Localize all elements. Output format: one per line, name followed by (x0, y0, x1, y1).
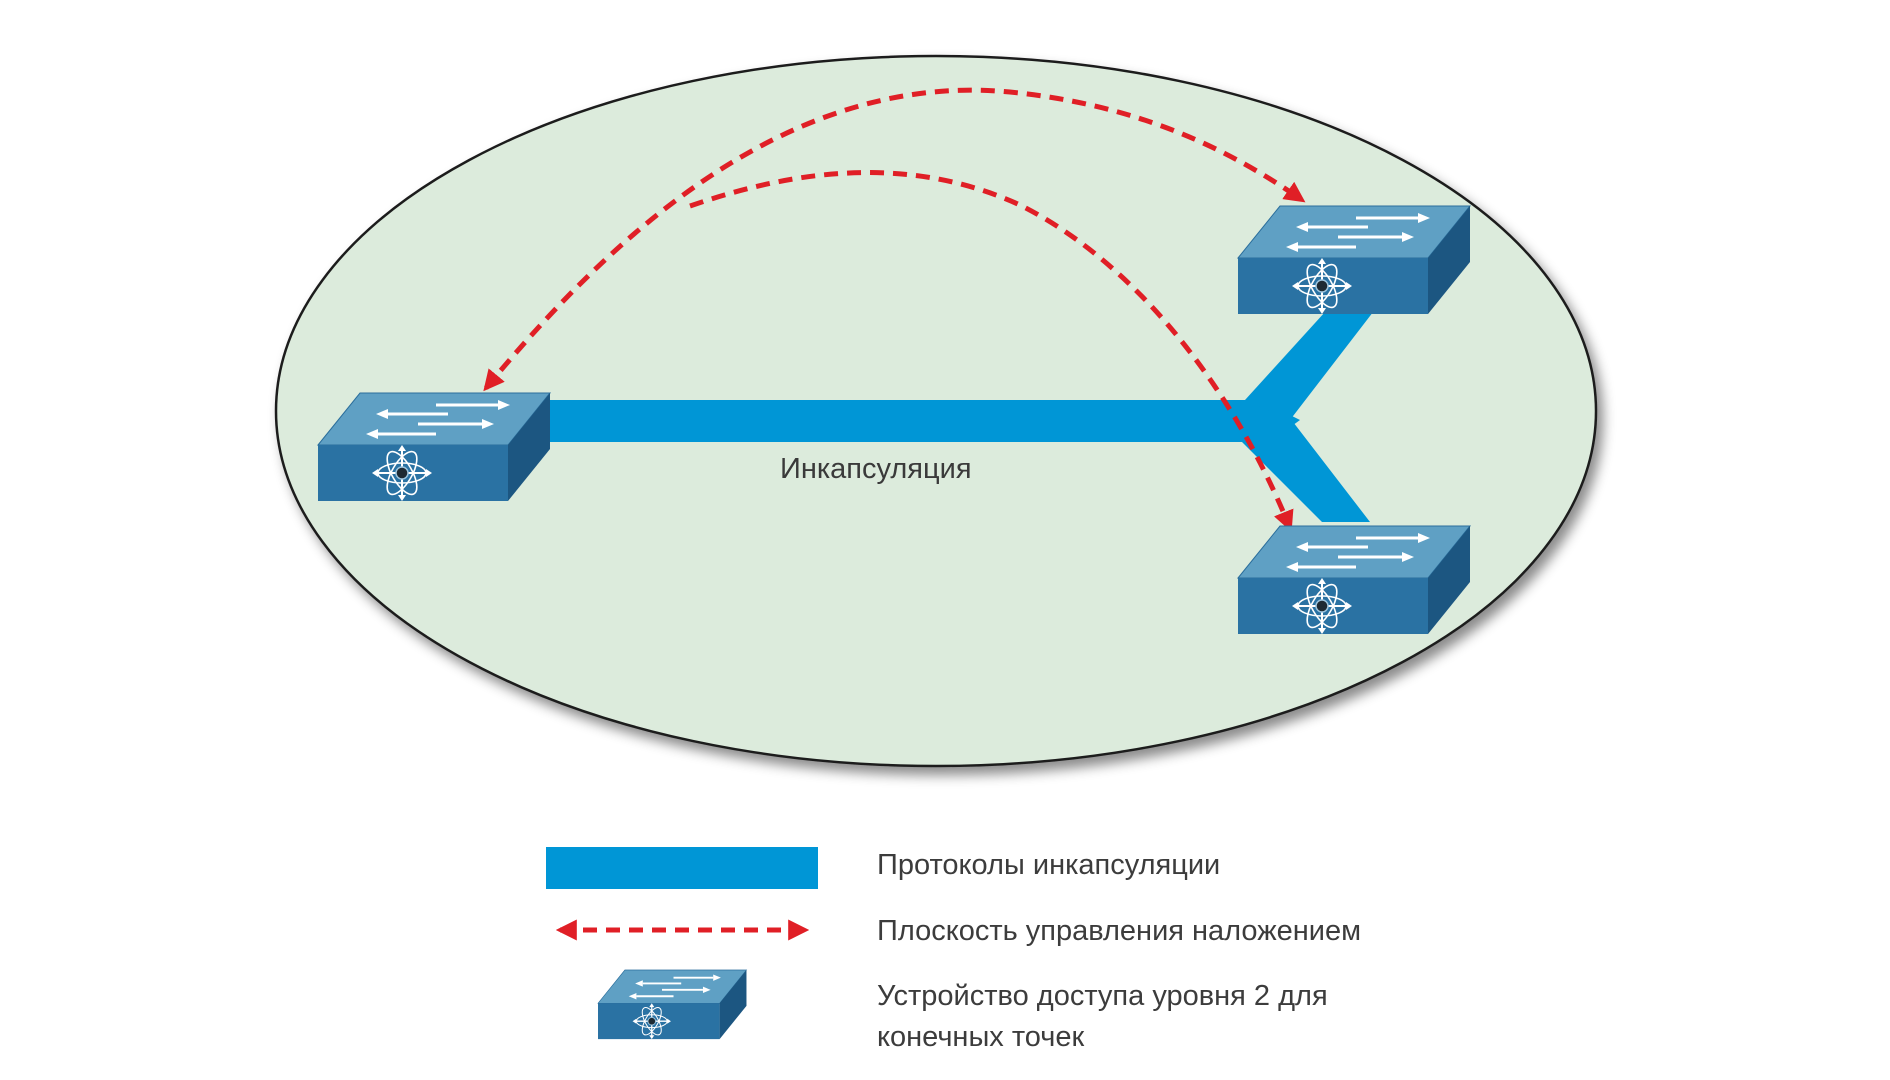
control-plane-arcs (483, 87, 1306, 532)
legend-tunnel-label: Протоколы инкапсуляции (877, 849, 1221, 881)
legend-control-plane-label: Плоскость управления наложением (877, 915, 1362, 947)
legend-switch-icon (597, 969, 748, 1041)
encapsulation-label: Инкапсуляция (780, 453, 972, 485)
legend-device-label: Устройство доступа уровня 2 для конечных… (877, 976, 1328, 1057)
switch-left (316, 391, 552, 503)
legend-device-label-line2: конечных точек (877, 1020, 1085, 1053)
legend-tunnel-swatch (546, 847, 818, 889)
legend-device-label-line1: Устройство доступа уровня 2 для (877, 980, 1328, 1012)
switch-top-right (1236, 204, 1472, 316)
control-plane-arc-lower (689, 170, 1294, 532)
control-plane-arc-upper (483, 87, 1306, 392)
switch-bottom-right (1236, 524, 1472, 636)
